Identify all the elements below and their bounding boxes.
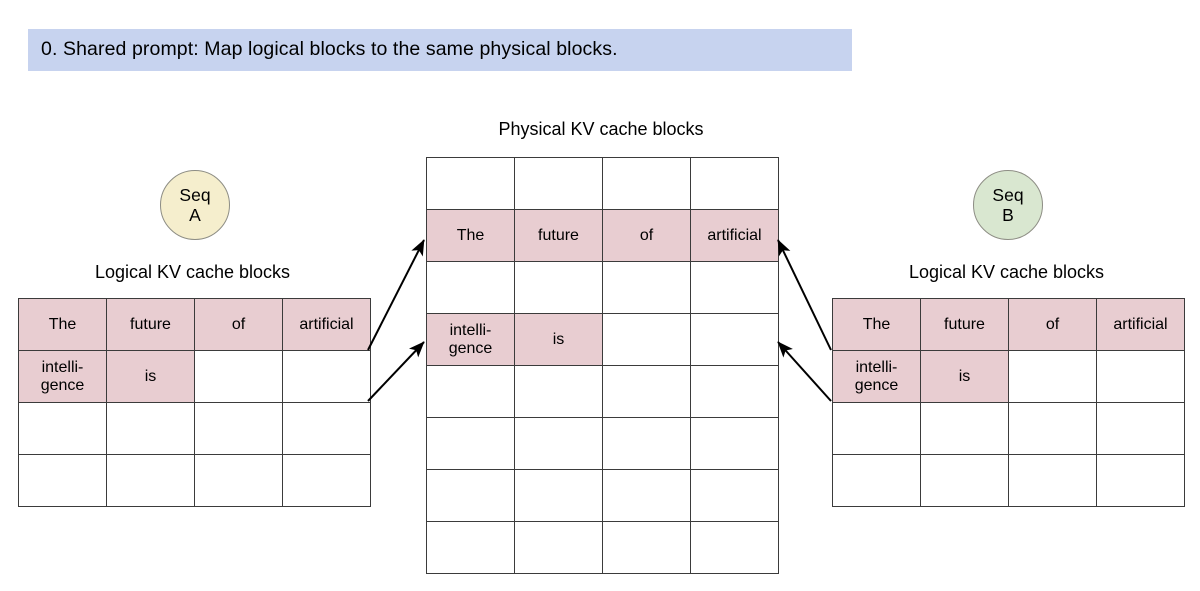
block-row [426, 157, 779, 210]
block-cell-filled[interactable]: is [920, 350, 1009, 403]
block-cell-filled[interactable]: The [18, 298, 107, 351]
block-cell-empty[interactable] [106, 454, 195, 507]
block-cell-empty[interactable] [690, 365, 779, 418]
block-cell-empty[interactable] [690, 261, 779, 314]
block-cell-empty[interactable] [194, 454, 283, 507]
block-cell-empty[interactable] [602, 157, 691, 210]
block-row [426, 417, 779, 470]
block-cell-empty[interactable] [194, 402, 283, 455]
block-cell-empty[interactable] [18, 454, 107, 507]
block-cell-empty[interactable] [1008, 402, 1097, 455]
block-cell-filled[interactable]: future [920, 298, 1009, 351]
block-cell-empty[interactable] [690, 417, 779, 470]
block-cell-empty[interactable] [690, 313, 779, 366]
block-cell-empty[interactable] [426, 469, 515, 522]
block-cell-filled[interactable]: intelli-gence [18, 350, 107, 403]
block-cell-filled[interactable]: artificial [690, 209, 779, 262]
block-cell-empty[interactable] [426, 365, 515, 418]
block-cell-filled[interactable]: intelli-gence [832, 350, 921, 403]
block-cell-empty[interactable] [690, 469, 779, 522]
block-cell-empty[interactable] [1008, 350, 1097, 403]
block-row [18, 402, 371, 455]
block-cell-empty[interactable] [426, 157, 515, 210]
block-cell-filled[interactable]: future [106, 298, 195, 351]
block-cell-empty[interactable] [602, 365, 691, 418]
block-cell-empty[interactable] [514, 469, 603, 522]
block-cell-filled[interactable]: future [514, 209, 603, 262]
seq-b-badge[interactable]: Seq B [973, 170, 1043, 240]
physical-blocks-caption: Physical KV cache blocks [498, 119, 704, 139]
block-cell-empty[interactable] [602, 469, 691, 522]
block-cell-filled[interactable]: The [832, 298, 921, 351]
block-cell-empty[interactable] [514, 157, 603, 210]
seq-a-row1-to-physical-row3 [367, 341, 425, 402]
block-cell-filled[interactable]: artificial [1096, 298, 1185, 351]
block-cell-empty[interactable] [194, 350, 283, 403]
block-cell-filled[interactable]: The [426, 209, 515, 262]
block-row [832, 402, 1185, 455]
seq-a-row0-to-physical-row1 [367, 239, 425, 351]
block-row [832, 454, 1185, 507]
seq-b-row0-to-physical-row1 [777, 239, 832, 351]
seq-b-row1-to-physical-row3 [777, 341, 832, 402]
block-cell-empty[interactable] [920, 454, 1009, 507]
block-cell-filled[interactable]: of [602, 209, 691, 262]
block-cell-empty[interactable] [426, 261, 515, 314]
block-cell-filled[interactable]: of [1008, 298, 1097, 351]
block-cell-filled[interactable]: intelli-gence [426, 313, 515, 366]
seq-b-badge-line1: Seq [992, 184, 1024, 205]
block-cell-empty[interactable] [514, 365, 603, 418]
block-cell-empty[interactable] [514, 417, 603, 470]
block-cell-empty[interactable] [602, 521, 691, 574]
seq-b-badge-line2: B [1002, 205, 1014, 225]
block-cell-empty[interactable] [690, 521, 779, 574]
block-cell-filled[interactable]: is [514, 313, 603, 366]
block-cell-empty[interactable] [282, 454, 371, 507]
block-cell-empty[interactable] [1096, 454, 1185, 507]
title-banner: 0. Shared prompt: Map logical blocks to … [28, 29, 852, 71]
block-cell-empty[interactable] [514, 521, 603, 574]
block-cell-empty[interactable] [426, 417, 515, 470]
block-cell-empty[interactable] [106, 402, 195, 455]
block-row [426, 365, 779, 418]
block-cell-filled[interactable]: artificial [282, 298, 371, 351]
block-cell-empty[interactable] [602, 417, 691, 470]
block-cell-empty[interactable] [920, 402, 1009, 455]
block-cell-empty[interactable] [18, 402, 107, 455]
block-cell-empty[interactable] [832, 454, 921, 507]
block-row [426, 521, 779, 574]
block-cell-empty[interactable] [1008, 454, 1097, 507]
seq-a-badge-line1: Seq [179, 184, 211, 205]
seq-a-logical-blocks-caption: Logical KV cache blocks [94, 262, 291, 282]
block-row [426, 261, 779, 314]
block-cell-empty[interactable] [602, 313, 691, 366]
seq-a-badge[interactable]: Seq A [160, 170, 230, 240]
block-cell-empty[interactable] [1096, 350, 1185, 403]
block-cell-empty[interactable] [282, 350, 371, 403]
block-row [426, 469, 779, 522]
block-cell-filled[interactable]: of [194, 298, 283, 351]
block-cell-empty[interactable] [602, 261, 691, 314]
block-row [18, 454, 371, 507]
seq-a-badge-line2: A [189, 205, 201, 225]
block-cell-empty[interactable] [282, 402, 371, 455]
block-cell-empty[interactable] [514, 261, 603, 314]
block-cell-filled[interactable]: is [106, 350, 195, 403]
seq-b-logical-blocks-caption: Logical KV cache blocks [908, 262, 1105, 282]
block-cell-empty[interactable] [1096, 402, 1185, 455]
block-cell-empty[interactable] [690, 157, 779, 210]
block-cell-empty[interactable] [832, 402, 921, 455]
block-cell-empty[interactable] [426, 521, 515, 574]
title-banner-text: 0. Shared prompt: Map logical blocks to … [41, 38, 618, 61]
